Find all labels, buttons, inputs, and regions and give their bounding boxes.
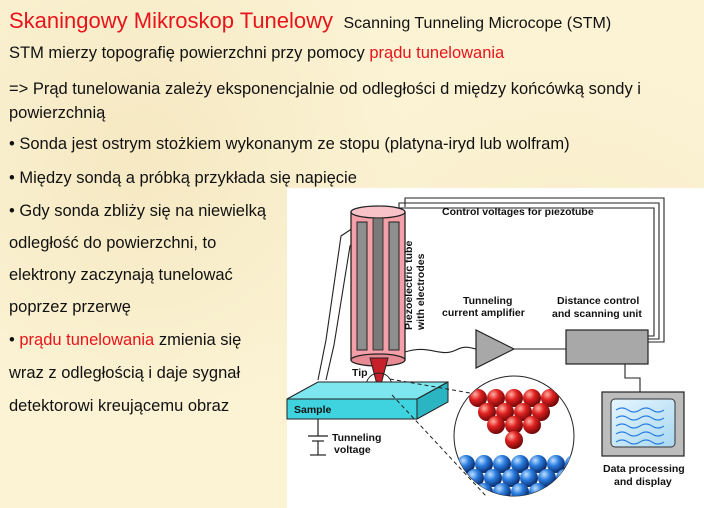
slide-title: Skaningowy Mikroskop Tunelowy Scanning T… — [9, 8, 611, 34]
control-to-display-wire — [624, 364, 641, 392]
bullet-current-line1: • prądu tunelowania zmienia się — [9, 331, 241, 350]
display-label-1: Data processing — [603, 463, 685, 475]
bullet-current-line2: wraz z odległością i daje sygnał — [9, 364, 241, 382]
sample-label: Sample — [294, 404, 332, 416]
tip-label: Tip — [352, 367, 368, 379]
bullet-approach-line3: elektrony zaczynają tunelować — [9, 266, 233, 284]
bullet-approach-line2: odległość do powierzchni, to — [9, 234, 217, 252]
amplifier-label-2: current amplifier — [442, 307, 525, 319]
bullet-current-rest: zmienia się — [154, 331, 242, 349]
piezo-label-1: Piezoelectric tube — [403, 241, 415, 330]
distance-label-1: Distance control — [557, 295, 639, 307]
amplifier-label-1: Tunneling — [463, 295, 512, 307]
signal-wire — [404, 346, 477, 354]
piezo-tube — [350, 205, 406, 367]
piezo-label-2: with electrodes — [415, 253, 427, 331]
title-polish: Skaningowy Mikroskop Tunelowy — [9, 8, 334, 33]
zoom-lines — [389, 378, 487, 497]
distance-label-2: and scanning unit — [552, 308, 642, 320]
display-label-2: and display — [614, 476, 672, 488]
bullet-current-highlight: prądu tunelowania — [19, 331, 155, 349]
bullet-current-line3: detektorowi kreującemu obraz — [9, 397, 230, 415]
arrow-line-2: powierzchnią — [9, 104, 106, 122]
bullet-probe: • Sonda jest ostrym stożkiem wykonanym z… — [9, 135, 570, 153]
sample-block — [286, 381, 449, 420]
tunneling-voltage-source — [308, 419, 328, 456]
title-english: Scanning Tunneling Microcope (STM) — [343, 15, 612, 32]
tunneling-voltage-label-1: Tunneling — [332, 432, 381, 444]
intro-line: STM mierzy topografię powierzchni przy p… — [9, 44, 504, 63]
intro-highlight: prądu tunelowania — [369, 44, 505, 62]
distance-control-box — [565, 329, 649, 365]
display-monitor — [601, 391, 685, 457]
bullet-current-marker: • — [9, 331, 20, 349]
probe-tip — [369, 357, 389, 394]
tunneling-voltage-label-2: voltage — [334, 444, 371, 456]
amplifier — [475, 329, 516, 369]
control-voltages-label: Control voltages for piezotube — [442, 206, 594, 218]
bullet-approach-line1: • Gdy sonda zbliży się na niewielką — [9, 202, 267, 220]
arrow-line-1: => Prąd tunelowania zależy eksponencjaln… — [9, 80, 641, 98]
bullet-voltage: • Między sondą a próbką przykłada się na… — [9, 169, 357, 187]
bullet-approach-line4: poprzez przerwę — [9, 298, 131, 316]
intro-text: STM mierzy topografię powierzchni przy p… — [9, 44, 370, 62]
